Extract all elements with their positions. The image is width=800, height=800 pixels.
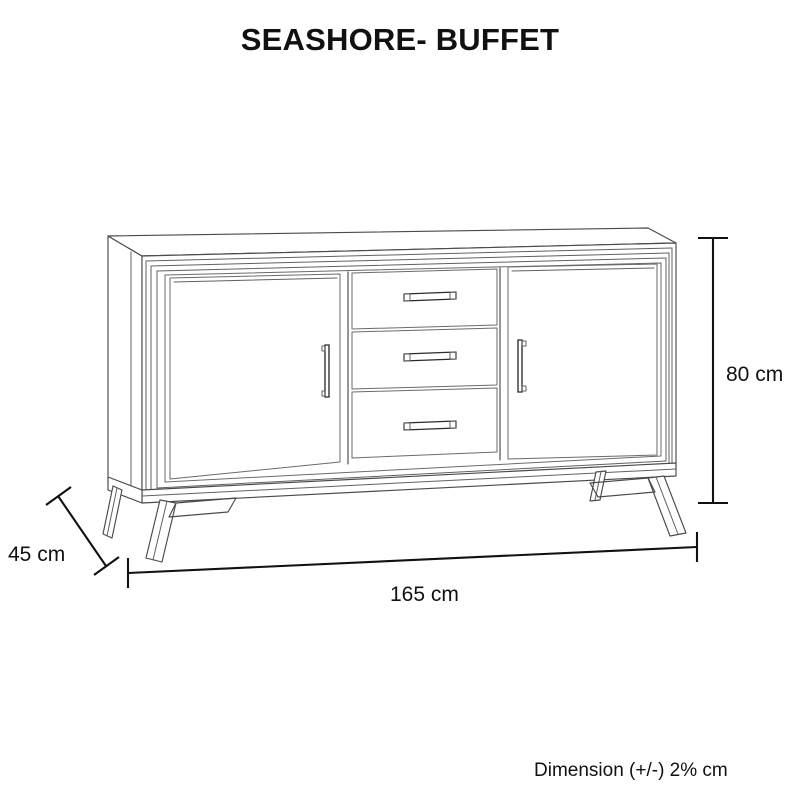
left-door-reveal-top: [173, 277, 338, 283]
left-cabinet-door: [169, 273, 341, 480]
width-dimension-label: 165 cm: [390, 583, 459, 606]
height-dimension-label: 80 cm: [726, 363, 784, 386]
left-door-handle-mount-bottom: [321, 390, 326, 397]
drawer-2-handle: [403, 351, 457, 362]
legs-group: [102, 470, 687, 563]
right-door-handle-mount-bottom: [521, 385, 527, 392]
left-door-handle: [321, 344, 330, 398]
drawer-3-handle-mount-right: [449, 420, 457, 429]
leg-bracket-right: [589, 477, 656, 498]
depth-dimension-label: 45 cm: [8, 543, 66, 566]
frame-bevel-line-bottom-1: [156, 460, 667, 489]
drawer-1-handle-mount-left: [403, 293, 411, 302]
drawer-3: [351, 387, 498, 459]
base-rail-side: [107, 476, 143, 504]
leg-bracket-left: [168, 497, 237, 518]
leg-front-right-seam: [655, 476, 679, 535]
drawer-2: [351, 327, 498, 390]
drawer-3-handle-mount-left: [403, 422, 411, 431]
page-title: SEASHORE- BUFFET: [240, 22, 560, 57]
drawer-3-handle: [403, 420, 457, 431]
drawer-1-handle-mount-right: [449, 291, 457, 300]
right-door-handle: [517, 339, 527, 393]
drawer-1-handle: [403, 291, 457, 302]
right-door-reveal-top: [511, 267, 655, 272]
right-door-handle-mount-top: [521, 340, 527, 347]
width-dim-shaft: [127, 545, 698, 575]
height-dimension-line: [698, 236, 728, 505]
depth-dimension-line: [45, 486, 120, 576]
dimension-tolerance-note: Dimension (+/-) 2% cm: [534, 760, 728, 781]
drawer-2-handle-mount-left: [403, 353, 411, 362]
left-door-handle-mount-top: [321, 345, 326, 352]
frame-bevel-line-top-2: [150, 252, 670, 267]
width-dimension-line: [126, 532, 699, 588]
frame-bevel-line-top-1: [145, 247, 673, 262]
right-cabinet-door: [507, 263, 658, 460]
base-rail-seam-1: [141, 468, 677, 497]
depth-dim-cap-top: [45, 486, 72, 506]
depth-dim-cap-bottom: [93, 556, 120, 576]
frame-bevel-line-top-3: [156, 257, 667, 272]
leg-front-left: [145, 499, 177, 563]
depth-dim-shaft: [57, 495, 107, 567]
leg-back-left-seam: [106, 487, 118, 537]
cabinet-body: [107, 227, 677, 504]
leg-front-left-seam: [152, 500, 168, 561]
left-side-panel: [107, 235, 143, 498]
drawer-2-handle-mount-right: [449, 351, 457, 360]
leg-back-right-seam: [594, 471, 602, 501]
drawer-1: [351, 268, 498, 330]
